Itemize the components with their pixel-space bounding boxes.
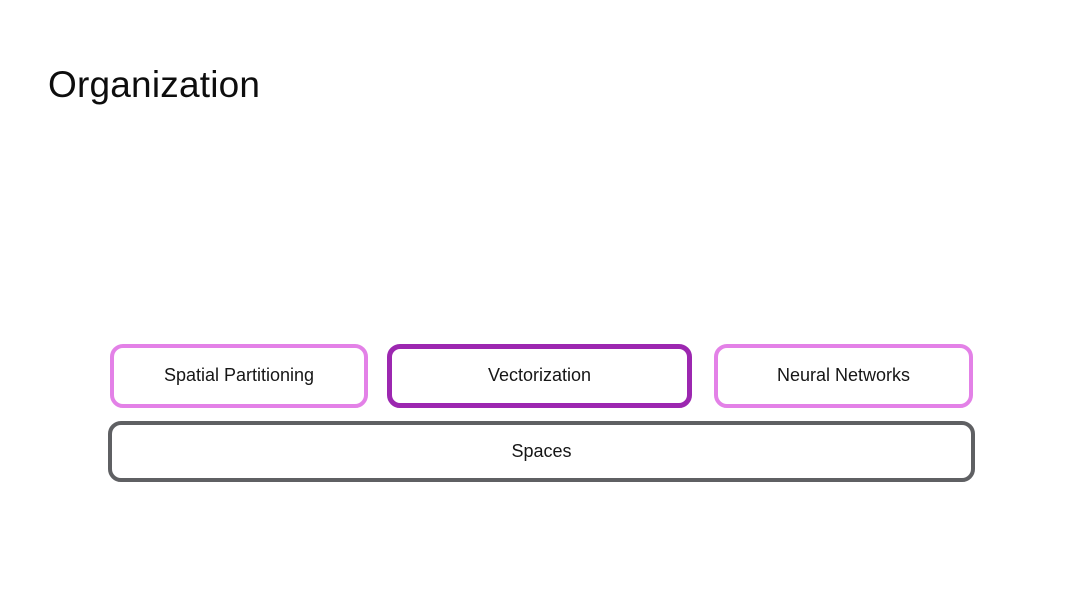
box-vectorization: Vectorization — [387, 344, 692, 408]
box-spatial-partitioning: Spatial Partitioning — [110, 344, 368, 408]
slide-title: Organization — [48, 64, 261, 105]
box-neural-networks: Neural Networks — [714, 344, 973, 408]
box-spaces: Spaces — [108, 421, 975, 482]
box-neural-networks-label: Neural Networks — [776, 365, 911, 386]
box-spatial-partitioning-label: Spatial Partitioning — [163, 365, 315, 386]
box-vectorization-label: Vectorization — [487, 365, 592, 386]
box-spaces-label: Spaces — [511, 440, 572, 461]
